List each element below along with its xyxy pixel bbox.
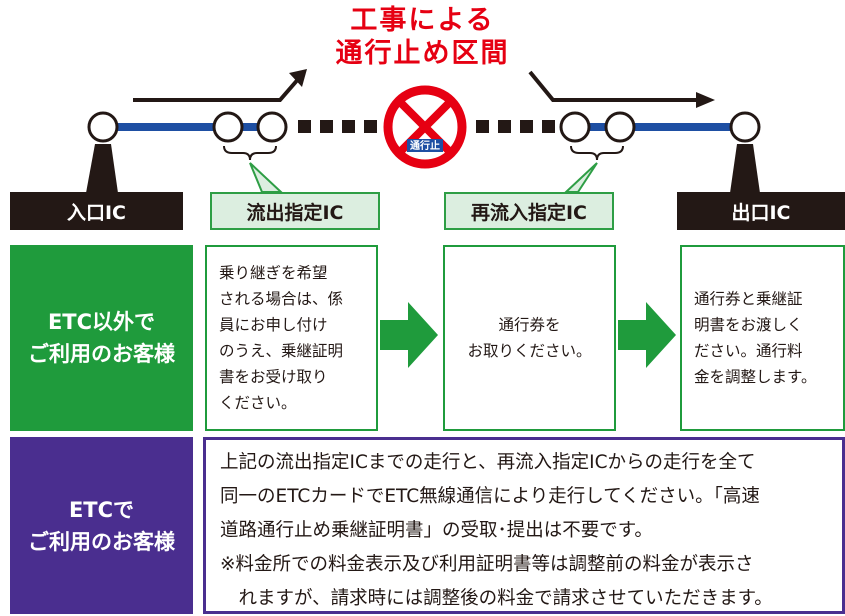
step1-line: 乗り継ぎを希望 <box>219 264 328 282</box>
etc-line: ※料金所での料金表示及び利用証明書等は調整前の料金が表示さ <box>220 554 754 575</box>
title-line-2: 通行止め区間 <box>335 38 510 69</box>
pointer-exit-designated <box>249 162 284 193</box>
non-etc-step-exit: 乗り継ぎを希望 される場合は、係 員にお申し付け のうえ、乗継証明 書をお受け取… <box>205 245 378 431</box>
step2-line: お取りください。 <box>467 342 592 360</box>
pointer-reentry <box>563 162 598 193</box>
road-closed-sign-icon: 通行止 <box>383 85 467 169</box>
ic-node-exit-designated-a <box>212 111 244 143</box>
closed-section-dots <box>298 120 555 133</box>
step1-line: のうえ、乗継証明 <box>219 342 344 360</box>
non-etc-heading-line-1: ETC以外で <box>47 310 156 334</box>
travel-arrow-right <box>528 70 715 108</box>
etc-line: 道路通行止め乗継証明書」の受取･提出は不要です。 <box>220 520 653 541</box>
ic-node-reentry-b <box>604 111 636 143</box>
etc-heading-line-1: ETCで <box>68 497 135 522</box>
brace-exit-designated <box>223 145 277 161</box>
closure-section-title: 工事による 通行止め区間 <box>0 4 845 70</box>
step3-line: 通行券と乗継証 <box>694 290 803 308</box>
pointer-entrance <box>86 144 118 193</box>
etc-heading-line-2: ご利用のお客様 <box>28 529 175 554</box>
etc-instructions: 上記の流出指定ICまでの走行と、再流入指定ICからの走行を全て 同一のETCカー… <box>203 437 845 614</box>
step1-line: ください。 <box>219 394 297 412</box>
brace-reentry <box>570 145 624 161</box>
step3-line: 明書をお渡しく <box>694 316 803 334</box>
step3-line: ださい。通行料 <box>694 342 803 360</box>
road-closed-sign-text: 通行止 <box>410 139 440 152</box>
flow-arrow-2 <box>618 302 676 368</box>
exit-designated-ic-label: 流出指定IC <box>210 192 380 230</box>
step1-line: 員にお申し付け <box>219 316 328 334</box>
step3-line: 金を調整します。 <box>694 368 817 386</box>
route-diagram: 通行止 <box>86 69 761 193</box>
step2-line: 通行券を <box>498 316 561 334</box>
flow-arrow-1 <box>380 302 438 368</box>
pointer-exit <box>730 144 760 193</box>
etc-line: れますが、請求時には調整後の料金で請求させていただきます。 <box>220 588 773 609</box>
non-etc-step-exit-ic: 通行券と乗継証 明書をお渡しく ださい。通行料 金を調整します。 <box>680 245 845 431</box>
travel-arrow-left <box>133 69 307 102</box>
etc-line: 上記の流出指定ICまでの走行と、再流入指定ICからの走行を全て <box>220 452 756 473</box>
reentry-designated-ic-label: 再流入指定IC <box>444 192 614 230</box>
non-etc-heading: ETC以外で ご利用のお客様 <box>10 245 193 431</box>
title-line-1: 工事による <box>350 5 495 36</box>
entrance-ic-label: 入口IC <box>10 192 183 230</box>
step1-line: される場合は、係 <box>219 290 344 308</box>
non-etc-step-reentry: 通行券を お取りください。 <box>443 245 616 431</box>
ic-node-exit <box>729 111 761 143</box>
ic-node-exit-designated-b <box>256 111 288 143</box>
step1-line: 書をお受け取り <box>219 368 328 386</box>
ic-node-reentry-a <box>559 111 591 143</box>
non-etc-heading-line-2: ご利用のお客様 <box>28 342 175 366</box>
etc-line: 同一のETCカードでETC無線通信により走行してください。「高速 <box>220 486 760 507</box>
ic-node-entrance <box>87 111 119 143</box>
etc-heading: ETCで ご利用のお客様 <box>10 437 193 614</box>
exit-ic-label: 出口IC <box>677 192 845 230</box>
